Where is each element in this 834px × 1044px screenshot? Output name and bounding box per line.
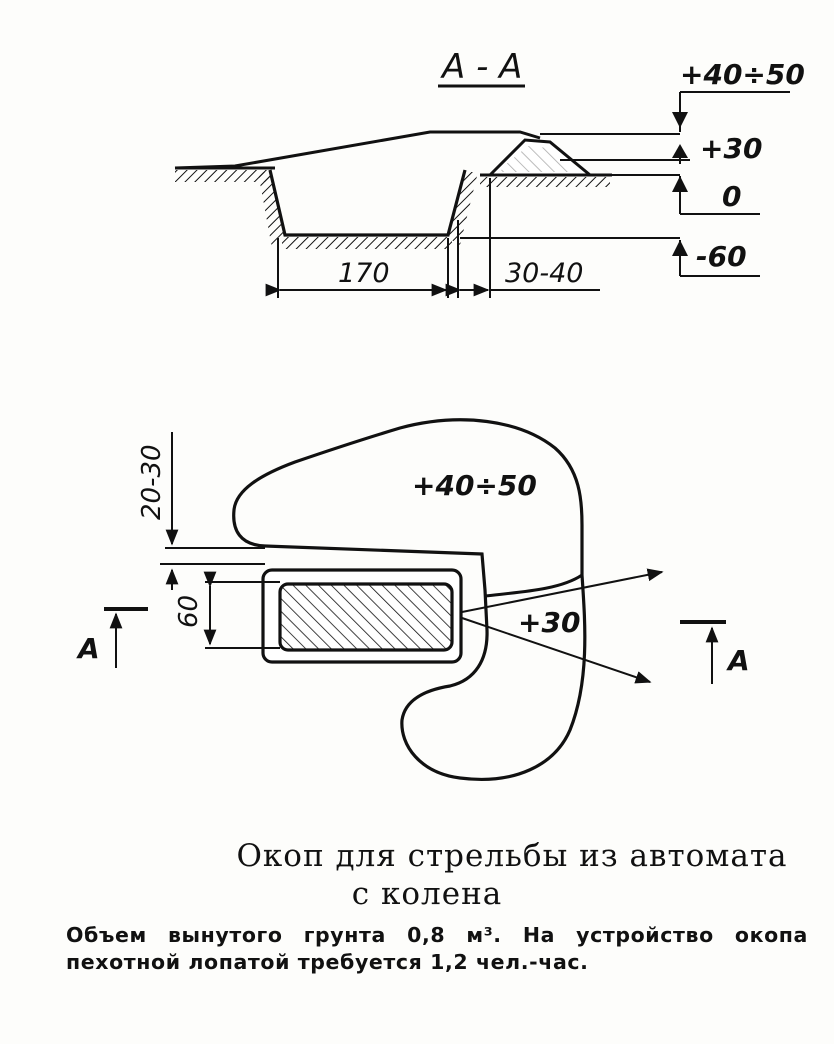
front-parapet-fill <box>500 146 575 172</box>
elev-marker-ground <box>672 176 760 215</box>
ground-hatch-left <box>175 170 270 182</box>
cut-label-right: А <box>726 644 750 677</box>
elev-label-ground: 0 <box>722 180 741 213</box>
section-title: А - А <box>440 47 522 87</box>
cut-mark-left <box>104 607 148 668</box>
elev-marker-parapet <box>672 144 688 164</box>
ground-hatch-right <box>480 177 610 187</box>
elev-label-parapet: +30 <box>700 132 762 165</box>
plan-view: +40÷50 +30 20-30 60 А А <box>76 418 750 781</box>
elev-marker-top <box>672 91 790 132</box>
rear-parapet-label: +40÷50 <box>412 469 537 502</box>
caption-title-line2: с колена <box>351 876 503 912</box>
elev-label-top: +40÷50 <box>680 58 805 91</box>
elev-marker-bottom <box>672 240 760 277</box>
fire-sector-arrow-upper <box>461 568 664 613</box>
dim-width-label: 170 <box>338 258 390 289</box>
trench-pit-outline <box>268 169 467 237</box>
dim-depth-label: 20-30 <box>137 444 167 520</box>
figure-caption: Окоп для стрельбы из автомата с колена <box>0 838 834 912</box>
elev-label-bottom: -60 <box>696 240 747 273</box>
dim-60-label: 60 <box>174 595 204 628</box>
caption-title-line1: Окоп для стрельбы из автомата <box>236 838 788 874</box>
dim-offset-label: 30-40 <box>505 258 583 289</box>
front-parapet-label: +30 <box>518 606 580 639</box>
trench-bottom-hatch <box>282 237 452 249</box>
trench-wall-hatch-left <box>258 172 285 248</box>
cut-mark-right <box>680 620 726 684</box>
fire-sector-arrow-lower <box>461 617 652 684</box>
firing-step <box>278 582 454 652</box>
rear-parapet-line <box>174 130 541 170</box>
cross-section: А - А 170 30-40 <box>174 47 805 298</box>
parapet-divider <box>484 573 583 598</box>
caption-note: Объем вынутого грунта 0,8 м³. На устройс… <box>66 923 808 974</box>
cut-label-left: А <box>76 632 100 665</box>
trench-wall-hatch-right <box>448 172 478 245</box>
